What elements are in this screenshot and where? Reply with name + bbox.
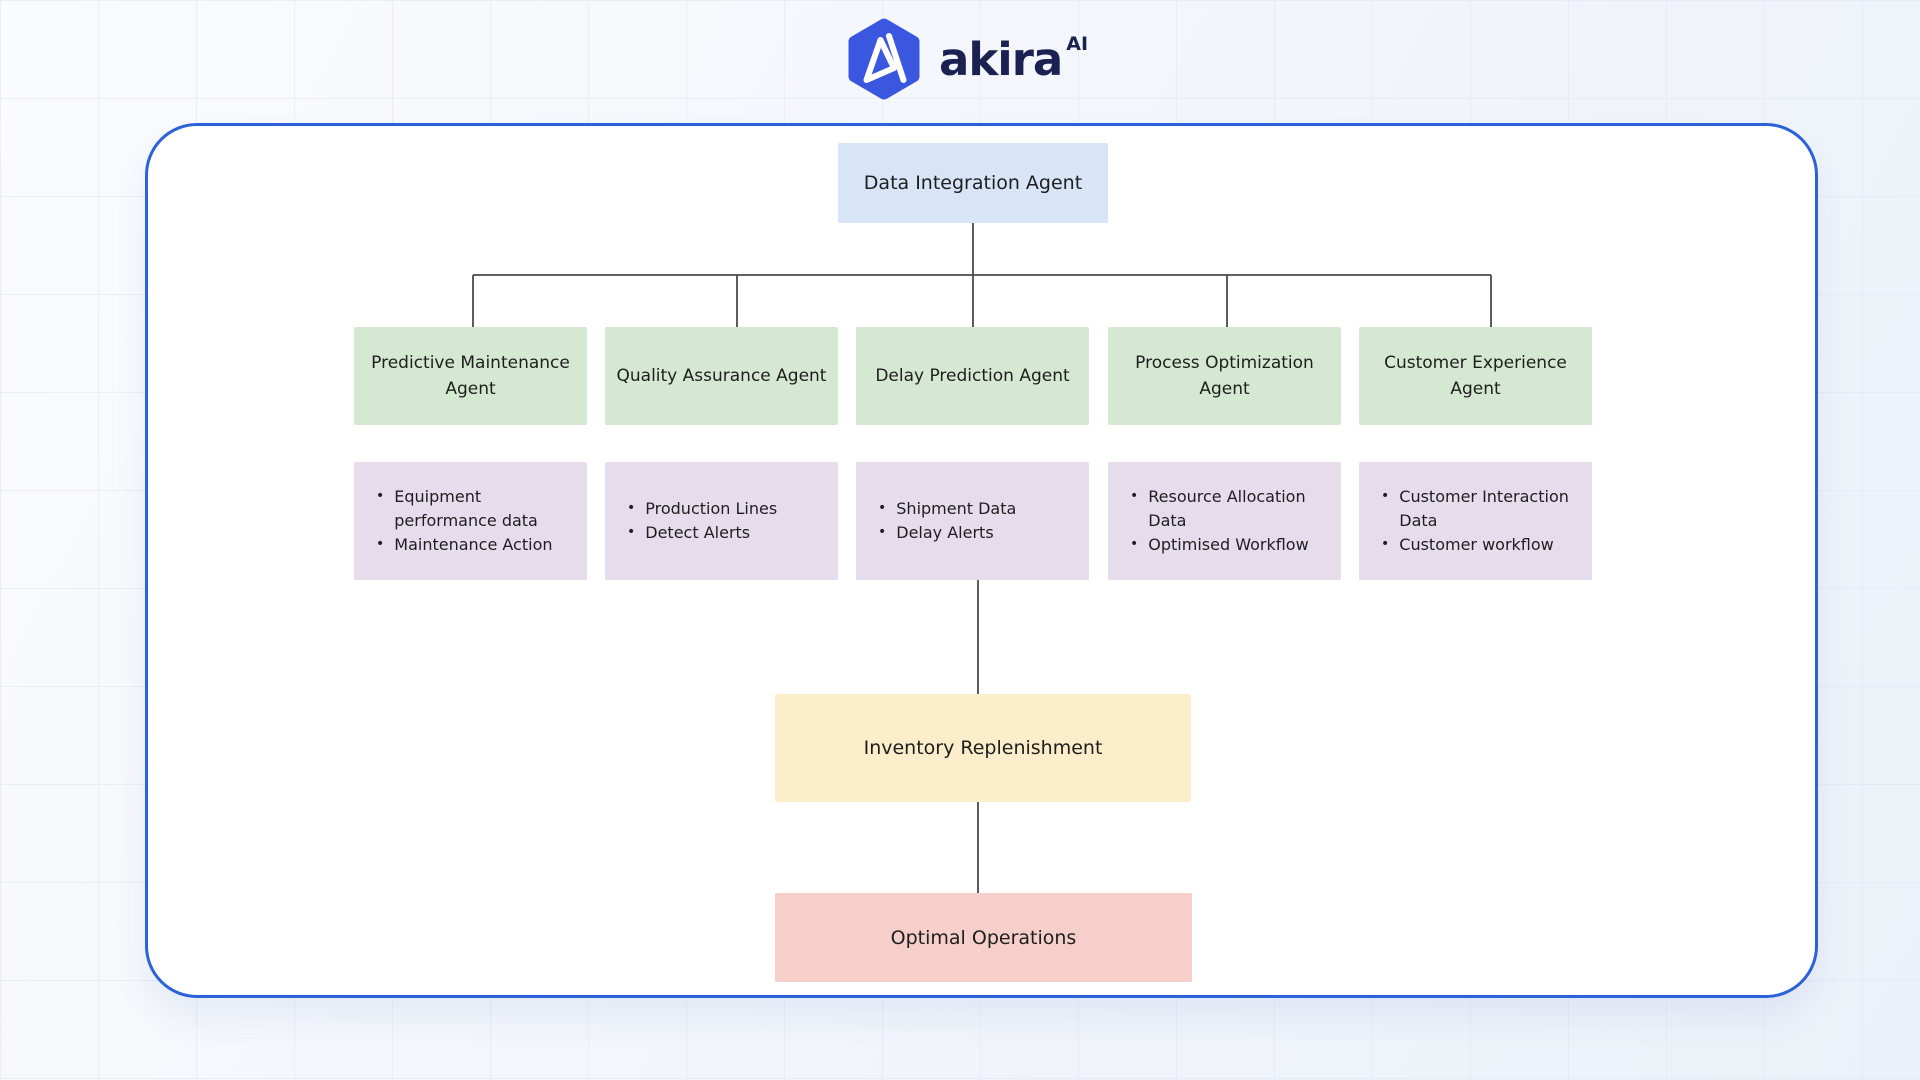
node-label: Process Optimization Agent [1135,352,1314,399]
bullet-item: Shipment Data [878,497,1016,521]
node-predictive-maintenance-agent: Predictive Maintenance Agent [354,327,587,425]
node-label: Inventory Replenishment [863,737,1103,759]
brand-logo: akira AI [845,18,1088,100]
node-label: Customer Experience Agent [1384,352,1567,399]
node-label: Predictive Maintenance Agent [371,352,570,399]
bullet-item: Detect Alerts [627,521,750,545]
bullet-item: Customer workflow [1381,533,1553,557]
data-box-process-optimization: Resource Allocation Data Optimised Workf… [1108,462,1341,580]
data-box-delay-prediction: Shipment Data Delay Alerts [856,462,1089,580]
bullet-item: Equipment performance data [376,485,575,533]
node-process-optimization-agent: Process Optimization Agent [1108,327,1341,425]
brand-wordmark: akira AI [939,32,1089,86]
data-box-customer-experience: Customer Interaction Data Customer workf… [1359,462,1592,580]
bullet-item: Maintenance Action [376,533,552,557]
node-quality-assurance-agent: Quality Assurance Agent [605,327,838,425]
node-label: Delay Prediction Agent [875,365,1070,386]
node-label: Quality Assurance Agent [616,365,827,386]
bullet-item: Delay Alerts [878,521,993,545]
node-inventory-replenishment: Inventory Replenishment [775,694,1191,802]
node-customer-experience-agent: Customer Experience Agent [1359,327,1592,425]
bullet-item: Production Lines [627,497,777,521]
node-delay-prediction-agent: Delay Prediction Agent [856,327,1089,425]
data-box-quality-assurance: Production Lines Detect Alerts [605,462,838,580]
node-optimal-operations: Optimal Operations [775,893,1192,982]
akira-hexagon-icon [848,18,920,100]
bullet-item: Resource Allocation Data [1130,485,1329,533]
data-box-predictive-maintenance: Equipment performance data Maintenance A… [354,462,587,580]
node-data-integration-agent: Data Integration Agent [838,143,1108,223]
bullet-item: Optimised Workflow [1130,533,1308,557]
node-label: Data Integration Agent [863,172,1083,194]
brand-name-text: akira [939,32,1063,86]
bullet-item: Customer Interaction Data [1381,485,1580,533]
node-label: Optimal Operations [890,926,1077,949]
brand-superscript-text: AI [1066,32,1089,55]
